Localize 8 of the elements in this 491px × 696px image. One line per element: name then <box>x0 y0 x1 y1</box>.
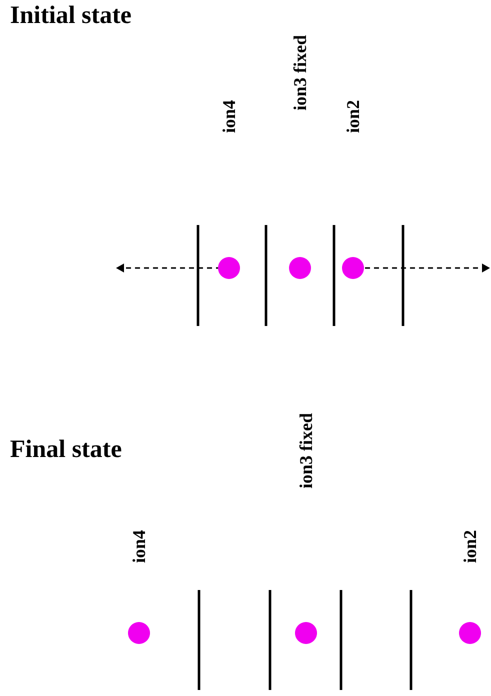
ion-label: ion2 <box>459 530 481 564</box>
section-heading: Final state <box>10 436 122 464</box>
ion-label: ion3 fixed <box>289 35 311 111</box>
ion-label: ion4 <box>218 100 240 134</box>
ion-label: ion4 <box>128 530 150 564</box>
ion-label: ion2 <box>342 100 364 134</box>
section-heading: Initial state <box>10 2 132 30</box>
ion-label: ion3 fixed <box>295 413 317 489</box>
